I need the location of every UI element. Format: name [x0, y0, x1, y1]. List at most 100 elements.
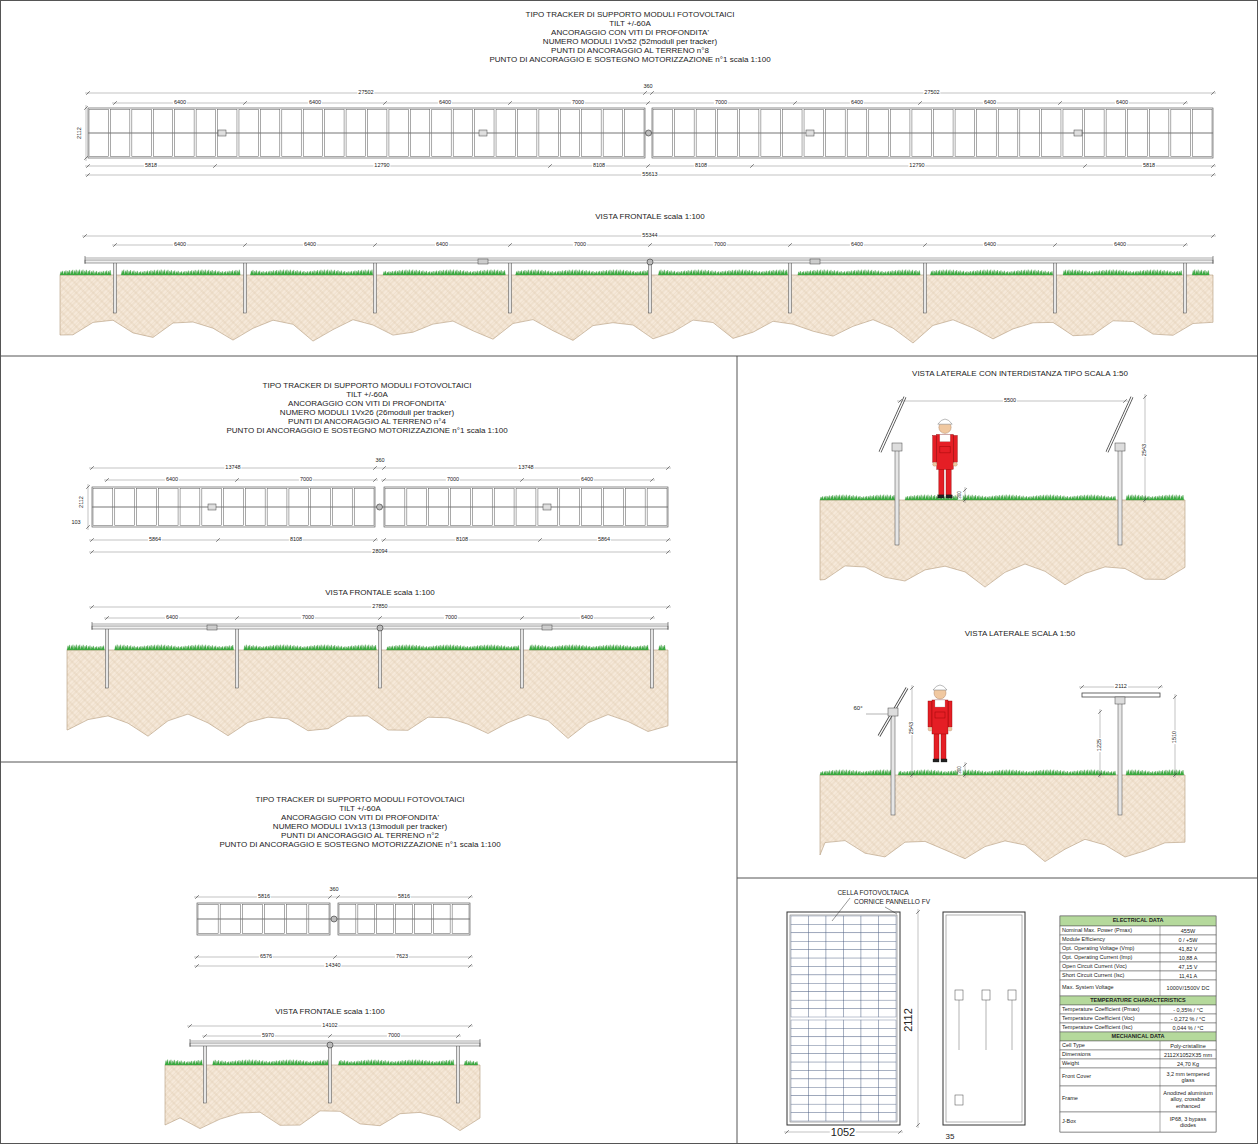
table-row: [1060, 953, 1216, 962]
dimension-label: 14340: [324, 963, 341, 969]
worker-figure: [941, 759, 947, 762]
tilted-module: [1107, 397, 1132, 452]
dimension-tick: [1098, 710, 1102, 714]
dimension-label: 2112: [903, 1007, 914, 1033]
slew-drive: [327, 1042, 333, 1048]
dimension-label: 12790: [908, 163, 925, 169]
bearing-box: [888, 708, 898, 716]
dimension-label: 7000: [714, 100, 728, 106]
table-divider: [1160, 944, 1161, 953]
pv-cell: [809, 916, 827, 924]
pile-post: [509, 262, 512, 313]
table-divider: [1160, 980, 1161, 996]
pv-cell: [861, 941, 879, 949]
pv-cell: [809, 950, 827, 958]
panel-divider: [737, 878, 1258, 879]
pv-cell: [826, 1104, 844, 1112]
dimension-tick: [373, 538, 377, 542]
pv-cell: [844, 916, 862, 924]
title-line: ANCORAGGIO CON VITI DI PROFONDITA': [281, 814, 439, 822]
table-divider: [1160, 1023, 1161, 1032]
table-cell: 1000V/1500V DC: [1162, 985, 1214, 991]
dimension-tick: [378, 616, 382, 620]
callout-label: CELLA FOTOVOLTAICA: [837, 890, 908, 897]
worker-figure: [935, 700, 945, 707]
table-divider: [1160, 1059, 1161, 1068]
dimension-tick: [666, 605, 670, 609]
pile-post: [329, 1045, 332, 1103]
dimension-label: 7000: [446, 477, 460, 483]
view-heading: VISTA LATERALE SCALA 1:50: [965, 630, 1075, 638]
pv-cell: [879, 1009, 897, 1017]
tube-end: [1213, 256, 1214, 264]
dimension-label: 6400: [303, 242, 317, 248]
pv-cell: [809, 1028, 827, 1036]
table-row: [1060, 935, 1216, 944]
dimension-label: 8108: [592, 163, 606, 169]
pile-post: [204, 1045, 207, 1103]
dimension-tick: [963, 763, 967, 767]
dimension-label: 5970: [261, 1033, 275, 1039]
title-line: NUMERO MODULI 1Vx52 (52moduli per tracke…: [543, 38, 717, 46]
table-divider: [1160, 1005, 1161, 1014]
table-divider: [1160, 971, 1161, 980]
table-cell: 0,044 % / °C: [1162, 1024, 1214, 1030]
tube-end: [85, 256, 86, 264]
title-line: PUNTI DI ANCORAGGIO AL TERRENO n°8: [551, 47, 709, 55]
dimension-tick: [382, 466, 386, 470]
dimension-label: 14102: [321, 1023, 338, 1029]
dimension-tick: [243, 101, 247, 105]
table-cell: Nominal Max. Power (Pmax): [1062, 928, 1132, 934]
dimension-label: 7000: [713, 242, 727, 248]
dimension-tick: [1173, 695, 1177, 699]
pv-cell: [809, 941, 827, 949]
pv-cell: [861, 967, 879, 975]
worker-figure: [953, 435, 957, 462]
pv-cell: [809, 924, 827, 932]
pv-cell: [791, 1000, 809, 1008]
pv-cell: [809, 1009, 827, 1017]
dimension-tick: [86, 485, 90, 489]
module-frame: [790, 915, 897, 1122]
dimension-label: 27502: [357, 90, 374, 96]
dimension-tick: [1123, 399, 1127, 403]
pile-post: [106, 628, 109, 688]
pv-cell: [844, 1104, 862, 1112]
pv-cell: [879, 1062, 897, 1070]
dimension-label: 2112: [79, 495, 85, 509]
pv-cell: [791, 1071, 809, 1079]
title-line: TIPO TRACKER DI SUPPORTO MODULI FOTOVOLT…: [526, 11, 735, 19]
pv-cell: [791, 958, 809, 966]
pv-cell: [879, 1020, 897, 1028]
worker-figure: [946, 467, 951, 495]
dimension-tick: [456, 1034, 460, 1038]
dimension-line: [918, 909, 919, 1128]
worker-figure: [953, 462, 957, 466]
table-cell: Temperature Coefficient (Voc): [1062, 1016, 1135, 1022]
dimension-line: [112, 103, 1188, 104]
dimension-label: 5864: [597, 537, 611, 543]
dimension-label: 360: [642, 84, 653, 90]
dimension-label: 13748: [224, 465, 241, 471]
grass-strip: [820, 495, 1184, 500]
worker-figure: [932, 700, 948, 734]
module-edge: [85, 258, 1213, 259]
dimension-tick: [1211, 164, 1215, 168]
pv-cell: [791, 983, 809, 991]
pv-cell: [791, 1113, 809, 1121]
pv-cell: [791, 975, 809, 983]
dimension-label: 7623: [395, 954, 409, 960]
pv-cell: [879, 1037, 897, 1045]
dimension-label: 5818: [144, 163, 158, 169]
dimension-label: 6400: [165, 477, 179, 483]
table-cell: 0 / +5W: [1162, 936, 1214, 942]
dimension-tick: [86, 173, 90, 177]
leader-line: [832, 898, 850, 921]
pv-cell: [826, 1045, 844, 1053]
dimension-tick: [90, 466, 94, 470]
pile-post: [649, 262, 652, 313]
dimension-label: 5500: [1003, 398, 1017, 404]
worker-figure: [941, 732, 946, 759]
pv-cell: [809, 1071, 827, 1079]
cable: [959, 1000, 960, 1050]
